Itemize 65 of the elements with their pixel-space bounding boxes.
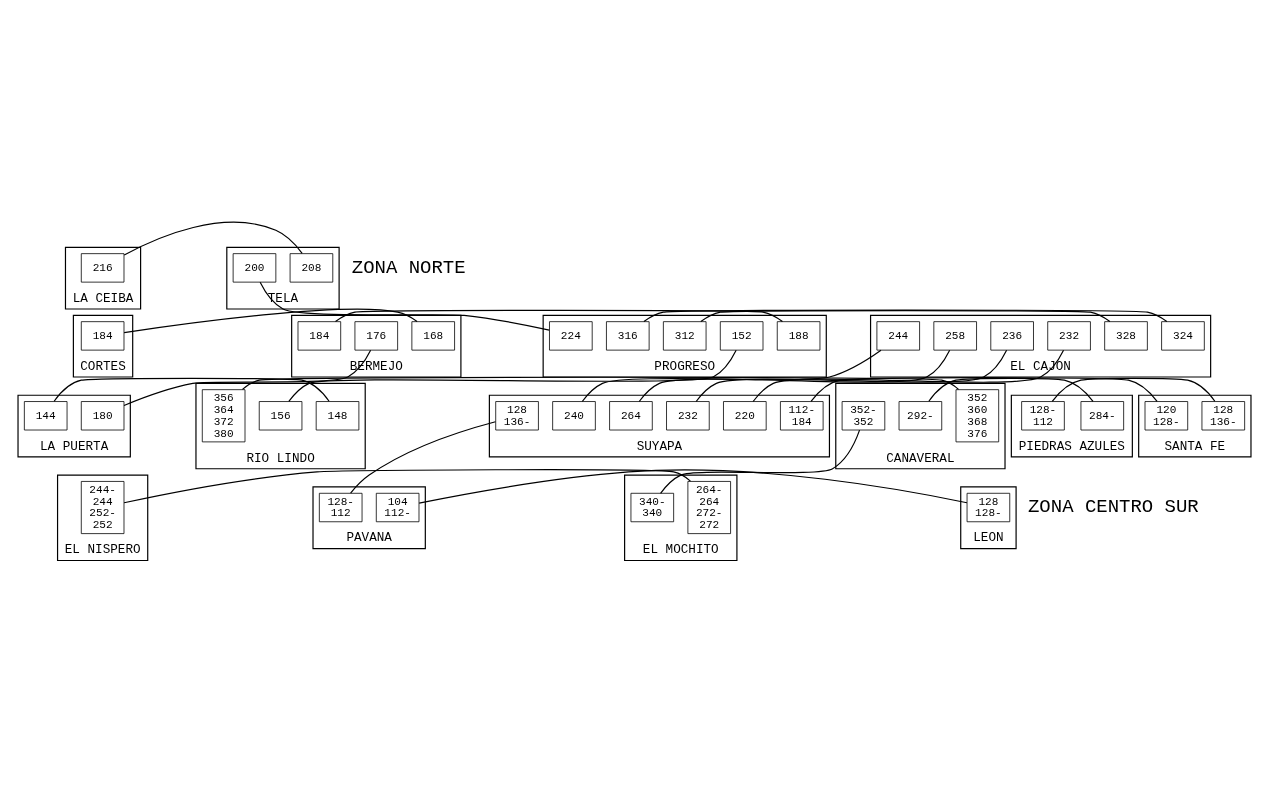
connector [123, 349, 372, 406]
node-box: 184 [297, 320, 342, 351]
node-box: 120 128- [1144, 400, 1189, 430]
node-box: 264 [609, 400, 653, 430]
node-box: 128 128- [966, 492, 1011, 522]
node-box: 180 [80, 400, 125, 430]
node-box: 208 [289, 252, 334, 283]
label: ZONA CENTRO SUR [1027, 495, 1199, 518]
node-box: 240 [552, 400, 596, 430]
connector [581, 349, 882, 402]
node-box: 264- 264 272- 272 [687, 480, 731, 534]
connector [123, 221, 303, 256]
node-box: 244- 244 252- 252 [80, 480, 125, 534]
connector [123, 468, 692, 503]
connector [241, 376, 960, 390]
label: ZONA NORTE [351, 256, 466, 279]
connector [1051, 377, 1216, 402]
connector [53, 377, 330, 402]
connector [334, 309, 784, 322]
node-box: 284- [1080, 400, 1125, 430]
node-box: 316 [606, 320, 650, 351]
node-box: 232 [666, 400, 710, 430]
connector [700, 309, 1111, 322]
node-box: 128- 112 [1021, 400, 1065, 430]
connector [752, 349, 1065, 402]
connector [418, 468, 968, 504]
node-box: 148 [315, 400, 360, 430]
node-box: 312 [662, 320, 707, 351]
node-box: 220 [723, 400, 767, 430]
node-box: 352- 352 [841, 400, 886, 430]
node-box: 128- 112 [318, 492, 363, 522]
node-box: 292- [898, 400, 943, 430]
node-box: 156 [258, 400, 303, 430]
node-box: 176 [354, 320, 399, 351]
node-box: 224 [549, 320, 593, 351]
node-box: 104 112- [375, 492, 420, 522]
node-box: 200 [232, 252, 277, 283]
connector [695, 349, 1008, 402]
node-box: 352 360 368 376 [955, 388, 1000, 442]
node-box: 184 [80, 320, 125, 351]
node-box: 112- 184 [780, 400, 824, 430]
node-box: 152 [719, 320, 764, 351]
connector [259, 281, 550, 331]
connector [288, 349, 737, 402]
connector [638, 349, 951, 402]
node-box: 188 [776, 320, 821, 351]
connector [810, 376, 1158, 402]
node-box: 328 [1104, 320, 1148, 351]
node-box: 340- 340 [630, 492, 675, 522]
node-box: 232 [1047, 320, 1091, 351]
node-box: 324 [1161, 320, 1205, 351]
node-box: 128 136- [1201, 400, 1246, 430]
node-box: 128 136- [495, 400, 539, 430]
connector [660, 429, 861, 494]
node-box: 356 364 372 380 [201, 388, 246, 442]
node-box: 168 [411, 320, 455, 351]
node-box: 258 [933, 320, 977, 351]
connector [123, 308, 418, 333]
connector [350, 420, 497, 494]
connector [643, 309, 1168, 322]
node-box: 216 [80, 252, 125, 283]
node-box: 236 [990, 320, 1034, 351]
connector [928, 377, 1094, 402]
node-box: 144 [23, 400, 68, 430]
node-box: 244 [876, 320, 920, 351]
